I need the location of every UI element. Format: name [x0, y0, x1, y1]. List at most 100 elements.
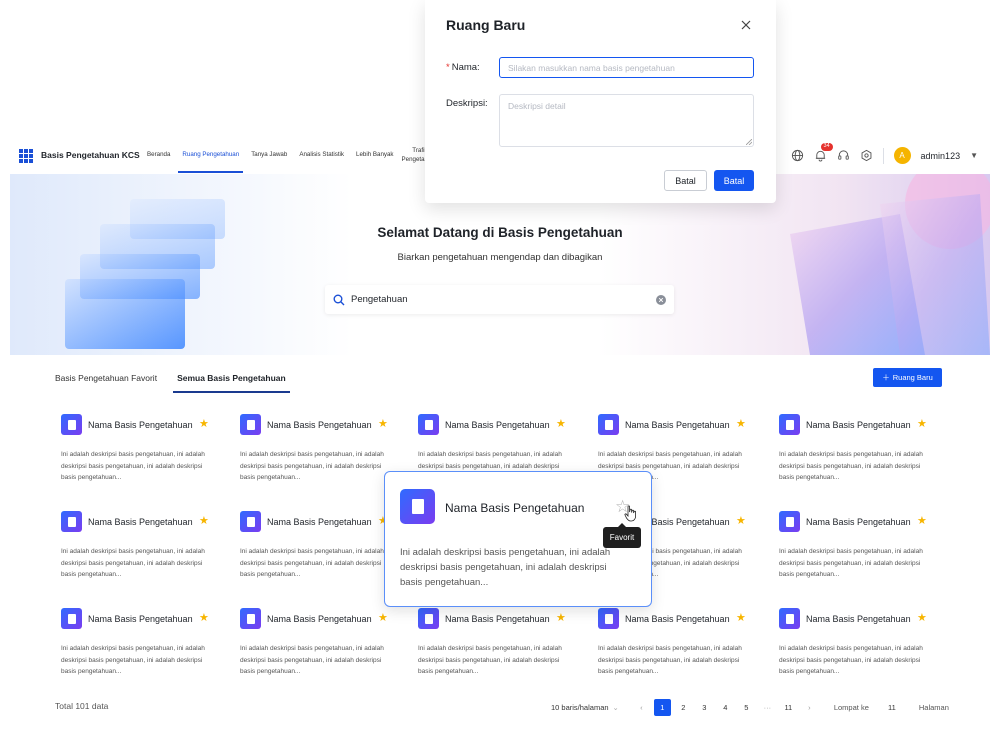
- resize-handle-icon[interactable]: [746, 139, 752, 145]
- star-icon[interactable]: ★: [199, 515, 209, 527]
- jump-suffix: Halaman: [918, 703, 949, 712]
- description-label: Deskripsi:: [446, 98, 488, 109]
- star-icon[interactable]: ★: [378, 515, 388, 527]
- kb-card[interactable]: Nama Basis Pengetahuan ★ Ini adalah desk…: [61, 511, 221, 591]
- book-icon: [240, 608, 261, 629]
- total-count: Total 101 data: [55, 701, 109, 711]
- bell-icon: [815, 150, 825, 162]
- avatar[interactable]: A: [893, 147, 911, 164]
- name-field[interactable]: [499, 57, 754, 78]
- app-title: Basis Pengetahuan KCS: [41, 150, 140, 160]
- star-icon[interactable]: ★: [917, 612, 927, 624]
- star-icon[interactable]: ★: [736, 418, 746, 430]
- kb-card[interactable]: Nama Basis Pengetahuan ★ Ini adalah desk…: [598, 608, 758, 688]
- kb-card[interactable]: Nama Basis Pengetahuan ★ Ini adalah desk…: [240, 511, 400, 591]
- tab-semua[interactable]: Semua Basis Pengetahuan: [173, 373, 290, 393]
- search-icon: [333, 294, 345, 305]
- modal-title: Ruang Baru: [446, 17, 526, 33]
- clear-icon[interactable]: [656, 294, 666, 305]
- kb-card-description: Ini adalah deskripsi basis pengetahuan, …: [400, 547, 611, 588]
- prev-page-icon[interactable]: ‹: [640, 703, 643, 712]
- book-icon: [240, 511, 261, 532]
- required-mark: *: [446, 62, 450, 73]
- gear-icon[interactable]: [860, 149, 873, 162]
- nav-item-ruang-pengetahuan[interactable]: Ruang Pengetahuan: [176, 137, 245, 174]
- new-space-modal: Ruang Baru *Nama: Deskripsi: Batal Batal: [425, 0, 776, 203]
- kb-card-name: Nama Basis Pengetahuan: [267, 613, 372, 624]
- kb-card-name: Nama Basis Pengetahuan: [445, 419, 550, 430]
- page-ellipsis[interactable]: ···: [763, 703, 772, 712]
- kb-card-name: Nama Basis Pengetahuan: [625, 419, 730, 430]
- star-icon[interactable]: ★: [378, 418, 388, 430]
- user-name[interactable]: admin123: [920, 150, 961, 161]
- book-icon: [61, 511, 82, 532]
- kb-card[interactable]: Nama Basis Pengetahuan ★ Ini adalah desk…: [61, 608, 221, 688]
- kb-card-description: Ini adalah deskripsi basis pengetahuan, …: [240, 645, 384, 675]
- app-window: Basis Pengetahuan KCS Beranda Ruang Peng…: [10, 137, 990, 750]
- hero-title: Selamat Datang di Basis Pengetahuan: [377, 225, 623, 240]
- kb-card-description: Ini adalah deskripsi basis pengetahuan, …: [418, 645, 562, 675]
- tab-favorit[interactable]: Basis Pengetahuan Favorit: [55, 373, 158, 383]
- star-outline-icon[interactable]: ☆: [615, 497, 631, 516]
- kb-card-name: Nama Basis Pengetahuan: [625, 613, 730, 624]
- globe-icon[interactable]: [791, 149, 804, 162]
- kb-card[interactable]: Nama Basis Pengetahuan ★ Ini adalah desk…: [779, 511, 939, 591]
- page-button[interactable]: 2: [681, 703, 686, 712]
- page-button[interactable]: 11: [784, 703, 793, 712]
- headset-icon[interactable]: [837, 149, 850, 162]
- nav-item-trafik-pengetahuan[interactable]: Trafik Pengetahuan: [401, 147, 439, 163]
- kb-card-name: Nama Basis Pengetahuan: [625, 516, 730, 527]
- star-icon[interactable]: ★: [917, 515, 927, 527]
- kb-card[interactable]: Nama Basis Pengetahuan ★ Ini adalah desk…: [240, 608, 400, 688]
- kb-card-name: Nama Basis Pengetahuan: [806, 613, 911, 624]
- kb-card[interactable]: Nama Basis Pengetahuan ★ Ini adalah desk…: [779, 608, 939, 688]
- nav-item-lebih-banyak[interactable]: Lebih Banyak: [356, 151, 394, 159]
- jump-input[interactable]: 11: [887, 703, 896, 712]
- star-icon[interactable]: ★: [199, 612, 209, 624]
- kb-card[interactable]: Nama Basis Pengetahuan ★ Ini adalah desk…: [61, 414, 221, 494]
- star-icon[interactable]: ★: [556, 612, 566, 624]
- kb-card-name: Nama Basis Pengetahuan: [806, 419, 911, 430]
- star-icon[interactable]: ★: [556, 418, 566, 430]
- star-icon[interactable]: ★: [736, 612, 746, 624]
- nav-item-analisis-statistik[interactable]: Analisis Statistik: [299, 151, 345, 159]
- kb-card-description: Ini adalah deskripsi basis pengetahuan, …: [598, 645, 742, 675]
- pagination: 10 baris/halaman⌄ ‹ 1 2 3 4 5 ··· 11 › L…: [551, 699, 949, 716]
- confirm-button[interactable]: Batal: [714, 170, 754, 191]
- notification-button[interactable]: 34: [814, 143, 833, 162]
- description-field[interactable]: [499, 94, 754, 147]
- nav-item-tanya-jawab[interactable]: Tanya Jawab: [251, 151, 288, 159]
- nav-item-beranda[interactable]: Beranda: [147, 151, 171, 159]
- kb-card[interactable]: Nama Basis Pengetahuan ★ Ini adalah desk…: [779, 414, 939, 494]
- hand-cursor-icon: [624, 505, 636, 522]
- page-button[interactable]: 4: [723, 703, 728, 712]
- search-input[interactable]: Pengetahuan: [325, 285, 674, 314]
- star-icon[interactable]: ★: [199, 418, 209, 430]
- page-button[interactable]: 5: [744, 703, 749, 712]
- page-button[interactable]: 1: [653, 699, 671, 716]
- new-space-button[interactable]: ＋ Ruang Baru: [873, 368, 942, 387]
- cancel-button[interactable]: Batal: [664, 170, 707, 191]
- kb-card-description: Ini adalah deskripsi basis pengetahuan, …: [61, 451, 205, 481]
- plus-icon: ＋: [882, 373, 890, 382]
- star-icon[interactable]: ★: [917, 418, 927, 430]
- next-page-icon[interactable]: ›: [808, 703, 811, 712]
- kb-card-description: Ini adalah deskripsi basis pengetahuan, …: [240, 451, 384, 481]
- kb-card-name: Nama Basis Pengetahuan: [267, 516, 372, 527]
- kb-card[interactable]: Nama Basis Pengetahuan ★ Ini adalah desk…: [418, 608, 578, 688]
- close-icon[interactable]: [739, 18, 753, 32]
- star-icon[interactable]: ★: [736, 515, 746, 527]
- chevron-down-icon[interactable]: ▼: [970, 151, 978, 160]
- name-label: *Nama:: [446, 62, 480, 73]
- name-label-text: Nama:: [451, 62, 480, 73]
- book-icon: [61, 414, 82, 435]
- star-icon[interactable]: ★: [378, 612, 388, 624]
- page-size-select[interactable]: 10 baris/halaman⌄: [551, 703, 619, 712]
- kb-card-name: Nama Basis Pengetahuan: [445, 613, 550, 624]
- kb-card[interactable]: Nama Basis Pengetahuan ★ Ini adalah desk…: [240, 414, 400, 494]
- hero-banner: Selamat Datang di Basis Pengetahuan Biar…: [10, 174, 990, 355]
- chevron-down-icon: ⌄: [612, 703, 619, 712]
- kb-card-description: Ini adalah deskripsi basis pengetahuan, …: [779, 645, 923, 675]
- kb-card-name: Nama Basis Pengetahuan: [88, 419, 193, 430]
- page-button[interactable]: 3: [702, 703, 707, 712]
